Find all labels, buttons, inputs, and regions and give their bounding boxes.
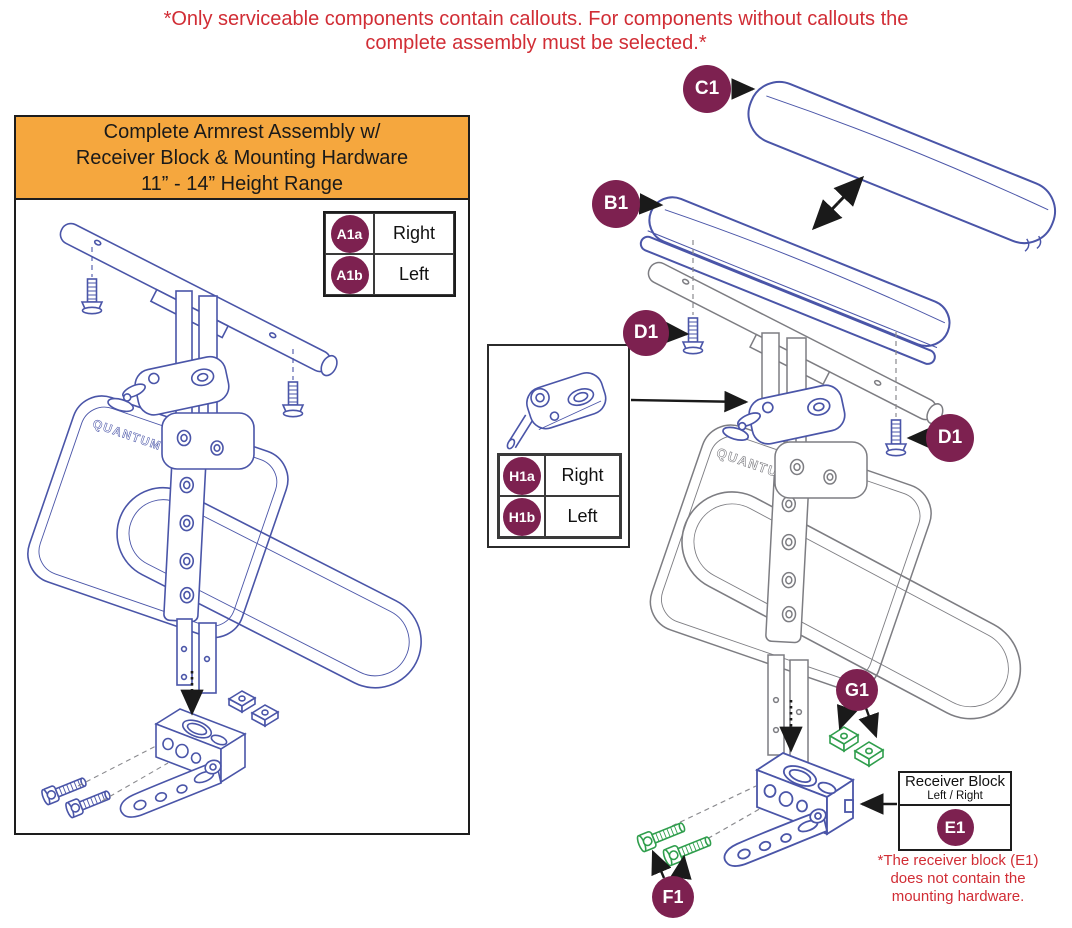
a1-reference-table: A1a Right A1b Left [323,211,456,297]
callout-d1-top[interactable]: D1 [623,310,669,356]
h1a-label: Right [561,465,604,485]
square-nut-drawing-1 [828,726,860,753]
footnote-line1: *The receiver block (E1) [877,852,1039,869]
interchange-arrow [811,175,865,231]
guide-lines [671,240,897,844]
callout-badge-a1a[interactable]: A1a [330,214,369,253]
serviceable-note-line1: *Only serviceable components contain cal… [163,8,909,30]
h1-reference-table: H1a Right H1b Left [497,453,622,539]
receiver-block-title: Receiver Block [904,773,1006,790]
receiver-block-subtitle: Left / Right [927,790,983,802]
square-nut-drawing-2 [853,741,885,768]
receiver-block-drawing [723,751,855,867]
h1a-cell: H1a [499,455,545,496]
header-line1: Complete Armrest Assembly w/ [103,120,381,143]
h1-clamp-panel: H1a Right H1b Left [487,344,630,548]
serviceable-note: *Only serviceable components contain cal… [0,7,1072,55]
header-line3: 11” - 14” Height Range [141,172,343,195]
armrest-pad-tall-drawing [747,80,1056,252]
callout-b1[interactable]: B1 [592,180,640,228]
callout-f1[interactable]: F1 [652,876,694,918]
receiver-block-footnote: *The receiver block (E1) does not contai… [858,852,1058,906]
receiver-block-box-header: Receiver Block Left / Right [900,773,1010,806]
callout-d1-right[interactable]: D1 [926,414,974,462]
complete-assembly-panel: Complete Armrest Assembly w/ Receiver Bl… [14,115,470,835]
clamp-on-assembly-drawing [722,384,846,445]
armrest-assembly-drawing: QUANTUM [649,332,1022,765]
header-line2: Receiver Block & Mounting Hardware [75,146,409,169]
callout-arrows [630,78,931,880]
receiver-block-box-body: E1 [900,806,1010,849]
footnote-line2: does not contain the [890,870,1026,887]
callout-c1[interactable]: C1 [683,65,731,113]
callout-g1[interactable]: G1 [836,669,878,711]
serviceable-note-line2: complete assembly must be selected.* [365,32,707,54]
a1a-label: Right [392,223,436,243]
mounting-screw-drawing-1 [636,822,686,853]
receiver-block-box: Receiver Block Left / Right E1 [898,771,1012,851]
callout-badge-a1b[interactable]: A1b [330,255,369,294]
complete-assembly-header: Complete Armrest Assembly w/ Receiver Bl… [15,116,469,200]
pad-screw-right-drawing [884,419,908,457]
armrest-pad-standard-drawing [639,196,951,365]
callout-badge-h1a[interactable]: H1a [503,456,541,495]
complete-assembly-drawing: QUANTUM [27,222,422,819]
clamp-detail-drawing [506,372,607,450]
a1b-cell: A1b [325,254,374,295]
a1a-cell: A1a [325,213,374,254]
a1b-label: Left [398,264,430,284]
callout-e1[interactable]: E1 [936,809,974,846]
footnote-line3: mounting hardware. [891,888,1025,905]
callout-badge-h1b[interactable]: H1b [503,497,541,536]
pad-screw-top-drawing [681,317,705,355]
h1b-label: Left [567,506,598,526]
h1b-cell: H1b [499,496,545,537]
